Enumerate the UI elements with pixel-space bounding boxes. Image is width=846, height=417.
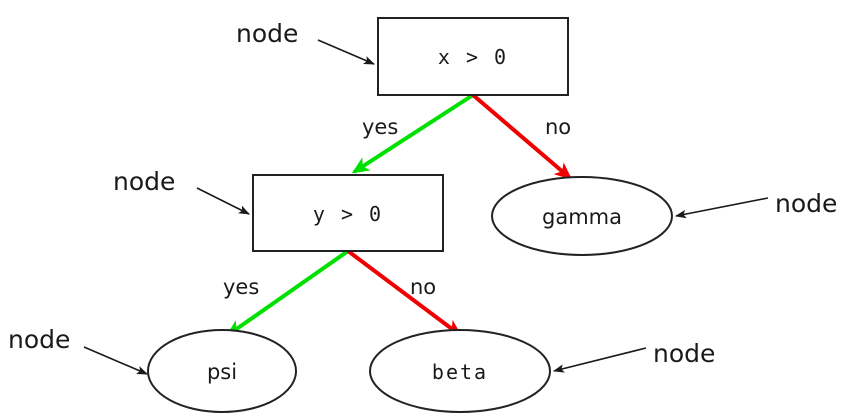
- node-gamma-ellipse[interactable]: [491, 176, 673, 256]
- edge-second-yes: [225, 249, 350, 337]
- node-gamma-label: gamma: [542, 205, 622, 229]
- annotation-psi-pointer: [83, 346, 149, 375]
- annotation-beta-pointer: [552, 347, 647, 373]
- node-beta-label: beta: [432, 360, 488, 384]
- node-psi[interactable]: psi: [147, 329, 297, 413]
- edge-label-root-yes: yes: [362, 115, 398, 139]
- edge-label-root-no: no: [545, 115, 571, 139]
- edge-root-yes: [351, 93, 475, 174]
- edge-root-no: [471, 93, 573, 180]
- node-second-label: y > 0: [313, 202, 383, 226]
- annotation-beta: node: [552, 339, 715, 373]
- annotation-psi-label: node: [8, 325, 70, 354]
- node-psi-label: psi: [207, 360, 237, 384]
- node-second[interactable]: y > 0: [252, 174, 444, 252]
- annotation-root-label: node: [236, 19, 298, 48]
- annotation-second: node: [113, 167, 251, 215]
- annotation-second-label: node: [113, 167, 175, 196]
- node-gamma[interactable]: gamma: [491, 176, 673, 256]
- annotation-root-pointer: [317, 39, 376, 65]
- edge-second-no-line: [346, 249, 463, 337]
- node-beta-ellipse[interactable]: [369, 329, 551, 413]
- edge-root-no-line: [471, 93, 573, 180]
- edge-second-no: [346, 249, 463, 337]
- edge-label-second-yes: yes: [223, 275, 259, 299]
- node-second-box[interactable]: [252, 174, 444, 252]
- edge-label-second-no: no: [410, 275, 436, 299]
- node-root[interactable]: x > 0: [377, 17, 569, 96]
- annotation-root: node: [236, 19, 376, 65]
- node-beta[interactable]: beta: [369, 329, 551, 413]
- annotation-gamma-pointer: [674, 197, 769, 219]
- edge-second-yes-line: [225, 249, 350, 337]
- node-root-label: x > 0: [438, 45, 508, 69]
- annotation-psi: node: [8, 325, 149, 375]
- annotation-beta-label: node: [653, 339, 715, 368]
- edge-root-yes-line: [351, 93, 475, 174]
- annotation-second-pointer: [196, 187, 251, 215]
- annotation-gamma: node: [674, 189, 837, 219]
- annotation-gamma-label: node: [775, 189, 837, 218]
- node-root-box[interactable]: [377, 17, 569, 96]
